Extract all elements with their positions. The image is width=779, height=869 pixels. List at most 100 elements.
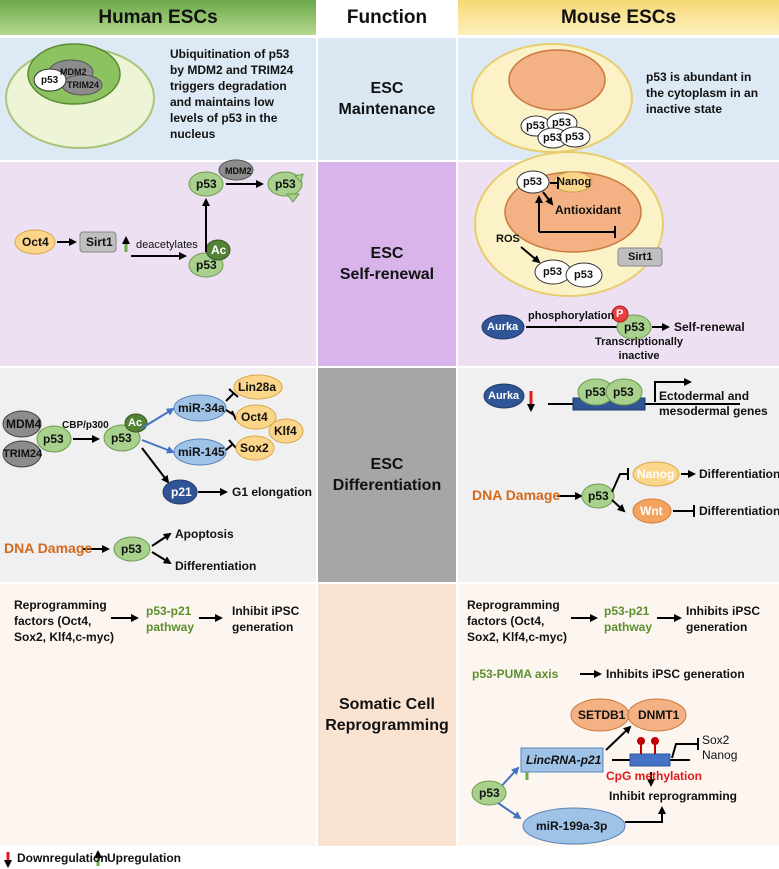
rm-dnmt1: DNMT1 (638, 708, 680, 722)
dh-g1: G1 elongation (232, 485, 313, 499)
header-human: Human ESCs (98, 6, 218, 28)
rm-sox2-nanog: Sox2 Nanog (702, 733, 738, 762)
row-diff-fn-bg (318, 368, 456, 582)
srm-antioxidant: Antioxidant (555, 203, 621, 217)
srm-nanog: Nanog (557, 176, 592, 188)
label-self-renewal: ESC Self-renewal (339, 245, 435, 283)
mouse-p53-3: p53 (543, 132, 562, 144)
dh-p21: p21 (171, 485, 192, 499)
dm-diff1: Differentiation (699, 467, 779, 481)
rm-setdb1: SETDB1 (578, 708, 626, 722)
dh-mir145: miR-145 (178, 445, 225, 459)
sr-ac: Ac (211, 243, 227, 257)
srm-phosphorylation: phosphorylation (528, 310, 615, 322)
rm-puma-axis: p53-PUMA axis (472, 667, 559, 681)
dh-p53-b: p53 (111, 431, 132, 445)
dh-cbp: CBP/p300 (62, 420, 109, 431)
p53-shape (33, 68, 67, 92)
human-mdm2-label: MDM2 (60, 67, 87, 77)
rm-puma-result: Inhibits iPSC generation (606, 667, 745, 681)
function-header (318, 0, 456, 35)
legend-up: Upregulation (107, 851, 181, 865)
srm-sirt1: Sirt1 (628, 251, 653, 263)
rm-factors: Reprogramming factors (Oct4, Sox2, Klf4,… (467, 598, 568, 644)
differentiation-mouse-diagram (483, 378, 740, 524)
rm-lincrna: LincRNA-p21 (526, 753, 602, 767)
reprogramming-mouse-diagram (471, 614, 699, 845)
dh-p53-c: p53 (121, 542, 142, 556)
human-trim24-label: TRIM24 (67, 80, 100, 90)
srm-p53-b: p53 (574, 269, 593, 281)
sr-mdm2: MDM2 (225, 166, 252, 176)
maintenance-mouse-text: p53 is abundant in the cytoplasm in an i… (646, 70, 759, 116)
srm-p53-c: p53 (624, 320, 645, 334)
dh-apoptosis: Apoptosis (175, 527, 234, 541)
dm-genes: Ectodermal and mesodermal genes (659, 389, 768, 418)
human-p53-label: p53 (41, 75, 59, 86)
sr-p53-bottom: p53 (196, 258, 217, 272)
dh-oct4: Oct4 (241, 410, 268, 424)
srm-p: P (616, 308, 624, 320)
dh-p53-a: p53 (43, 432, 64, 446)
label-differentiation: ESC Differentiation (332, 456, 442, 494)
rm-cpg: CpG methylation (606, 769, 703, 783)
rh-factors: Reprogramming factors (Oct4, Sox2, Klf4,… (14, 598, 115, 644)
rh-result: Inhibit iPSC generation (232, 604, 300, 634)
srm-ros: ROS (496, 233, 520, 245)
dh-dna-damage: DNA Damage (4, 540, 93, 556)
label-maintenance: ESC Maintenance (338, 80, 436, 118)
row-reprog-fn-bg (318, 584, 456, 846)
label-reprogramming: Somatic Cell Reprogramming (325, 696, 449, 734)
maintenance-human-text: Ubiquitination of p53 by MDM2 and TRIM24… (170, 47, 294, 141)
sr-p53-top: p53 (196, 177, 217, 191)
row-selfrenewal-human-bg (0, 162, 316, 366)
dh-ac: Ac (128, 417, 143, 429)
sr-deacetylates: deacetylates (136, 239, 198, 251)
dh-differentiation: Differentiation (175, 559, 257, 573)
sr-sirt1: Sirt1 (86, 235, 113, 249)
human-header (0, 0, 316, 35)
differentiation-human-diagram (2, 374, 304, 565)
row-diff-human-bg (0, 368, 316, 582)
row-selfrenewal-fn-bg (318, 162, 456, 366)
row-reprog-human-bg (0, 584, 316, 846)
rm-pathway: p53-p21 pathway (604, 604, 653, 634)
dm-aurka: Aurka (488, 390, 520, 402)
human-cell-diagram (5, 43, 155, 149)
dh-trim24: TRIM24 (3, 448, 43, 460)
dm-p53-a: p53 (585, 385, 606, 399)
dh-klf4: Klf4 (274, 424, 297, 438)
dm-diff2: Differentiation (699, 504, 779, 518)
dh-mir34a: miR-34a (178, 401, 225, 415)
dm-p53-b: p53 (613, 385, 634, 399)
dh-lin28a: Lin28a (238, 380, 277, 394)
row-maintenance-fn-bg (318, 38, 456, 160)
dm-p53-c: p53 (588, 489, 609, 503)
legend-down: Downregulation (17, 851, 108, 865)
selfrenewal-human-diagram (14, 159, 304, 278)
srm-p53: p53 (523, 176, 542, 188)
dh-mdm4: MDM4 (6, 417, 42, 431)
legend-graphics (4, 850, 102, 868)
mouse-p53-4: p53 (565, 131, 584, 143)
srm-aurka: Aurka (487, 321, 519, 333)
header-mouse: Mouse ESCs (560, 6, 677, 28)
rm-p53: p53 (479, 786, 500, 800)
rm-mir199: miR-199a-3p (536, 819, 608, 833)
dm-wnt: Wnt (640, 504, 663, 518)
rm-inhibit: Inhibit reprogramming (609, 789, 738, 803)
rh-pathway: p53-p21 pathway (146, 604, 195, 634)
mouse-header (458, 0, 779, 35)
mouse-p53-2: p53 (552, 117, 571, 129)
mouse-cell-diagram (471, 43, 633, 153)
dh-sox2: Sox2 (240, 441, 269, 455)
mouse-p53-1: p53 (526, 120, 545, 132)
srm-inactive: Transcriptionally inactive (595, 336, 684, 362)
srm-p53-a: p53 (543, 266, 562, 278)
sr-oct4: Oct4 (22, 235, 49, 249)
srm-self-renewal: Self-renewal (674, 320, 745, 334)
rm-result: Inhibits iPSC generation (686, 604, 761, 634)
dm-dna-damage: DNA Damage (472, 487, 561, 503)
selfrenewal-mouse-diagram (474, 151, 670, 340)
